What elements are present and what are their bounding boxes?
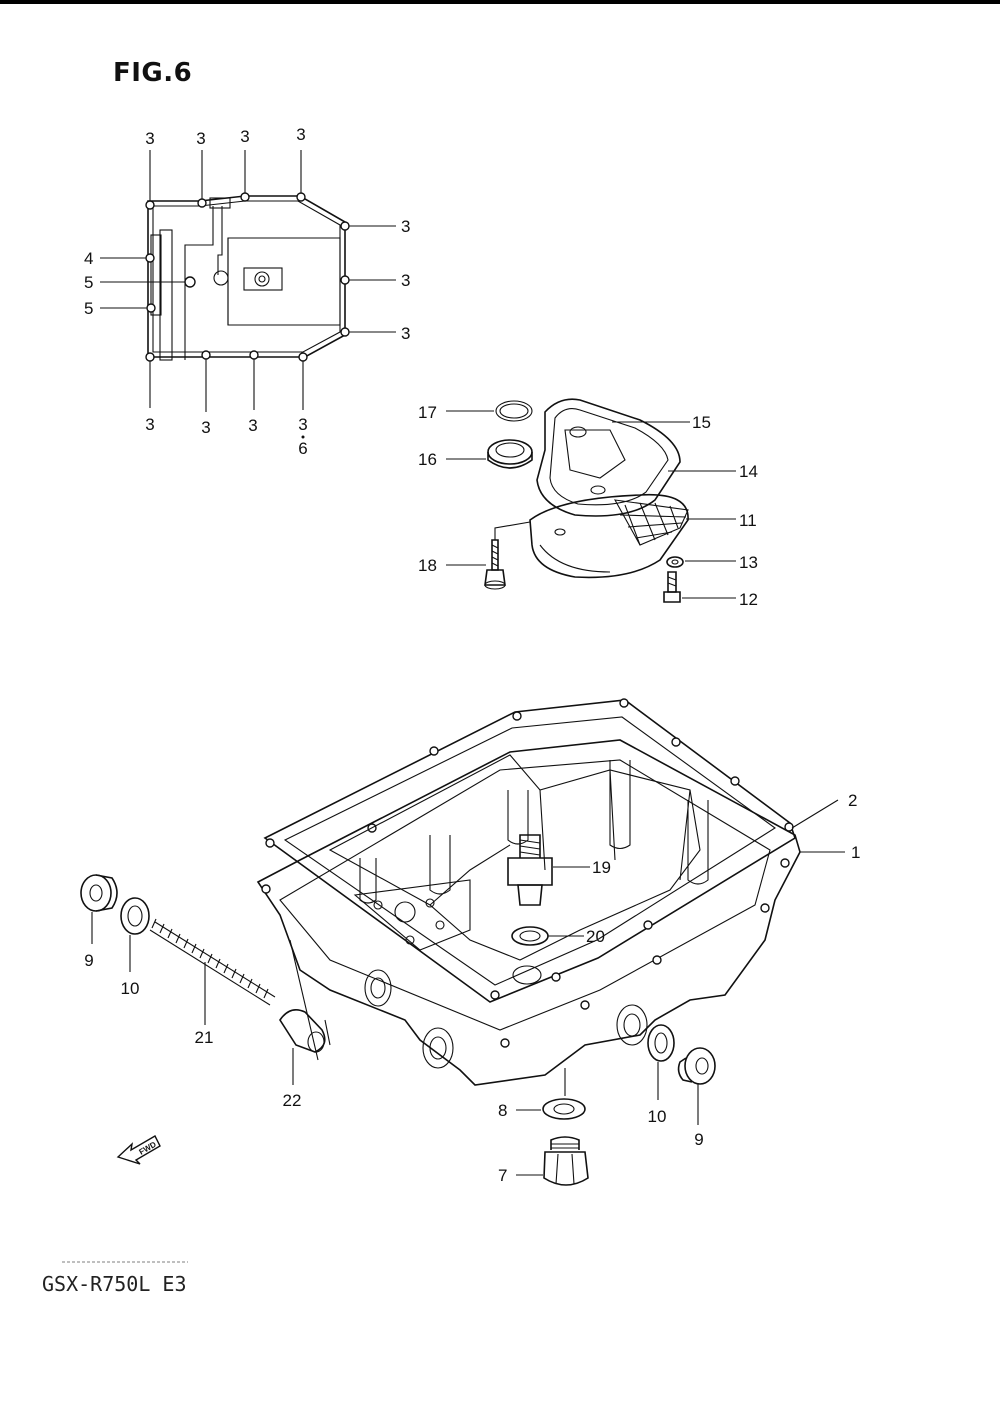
relief-valve-parts (80, 874, 331, 1085)
callout-3-k: 3 (298, 415, 307, 434)
callout-3-j: 3 (248, 416, 257, 435)
callout-3-i: 3 (201, 418, 210, 437)
callout-20: 20 (586, 927, 605, 946)
callout-5-a: 5 (84, 273, 93, 292)
callout-18: 18 (418, 556, 437, 575)
callout-17: 17 (418, 403, 437, 422)
callout-19: 19 (592, 858, 611, 877)
callout-3-a: 3 (145, 129, 154, 148)
model-code: GSX-R750L E3 (42, 1272, 187, 1296)
callout-4: 4 (84, 249, 93, 268)
callout-15: 15 (692, 413, 711, 432)
top-border (0, 0, 1000, 4)
callout-3-g: 3 (401, 324, 410, 343)
callout-11: 11 (739, 511, 757, 530)
callout-14: 14 (739, 462, 758, 481)
callout-9-a: 9 (84, 951, 93, 970)
callout-9-b: 9 (694, 1130, 703, 1149)
callout-16: 16 (418, 450, 437, 469)
oil-pan-assembly (256, 698, 845, 1086)
callout-3-d: 3 (296, 125, 305, 144)
callout-13: 13 (739, 553, 758, 572)
callout-12: 12 (739, 590, 758, 609)
oil-strainer-assembly (446, 398, 736, 603)
callout-22: 22 (283, 1091, 302, 1110)
figure-title: FIG.6 (113, 58, 193, 88)
callout-7: 7 (498, 1166, 507, 1185)
callout-8: 8 (498, 1101, 507, 1120)
callout-1: 1 (851, 843, 860, 862)
callout-3-b: 3 (196, 129, 205, 148)
callout-3-f: 3 (401, 271, 410, 290)
callout-3-h: 3 (145, 415, 154, 434)
callout-10-b: 10 (648, 1107, 667, 1126)
bolt-layout-view (100, 150, 396, 412)
right-plug-parts (647, 1024, 716, 1125)
callout-21: 21 (195, 1028, 214, 1047)
callout-3-c: 3 (240, 127, 249, 146)
callout-10-a: 10 (121, 979, 140, 998)
callout-5-b: 5 (84, 299, 93, 318)
drain-plug-parts (516, 1068, 589, 1186)
callout-3-e: 3 (401, 217, 410, 236)
callout-2: 2 (848, 791, 857, 810)
fwd-arrow-icon: FWD (116, 1135, 161, 1165)
callout-6: 6 (298, 439, 307, 458)
